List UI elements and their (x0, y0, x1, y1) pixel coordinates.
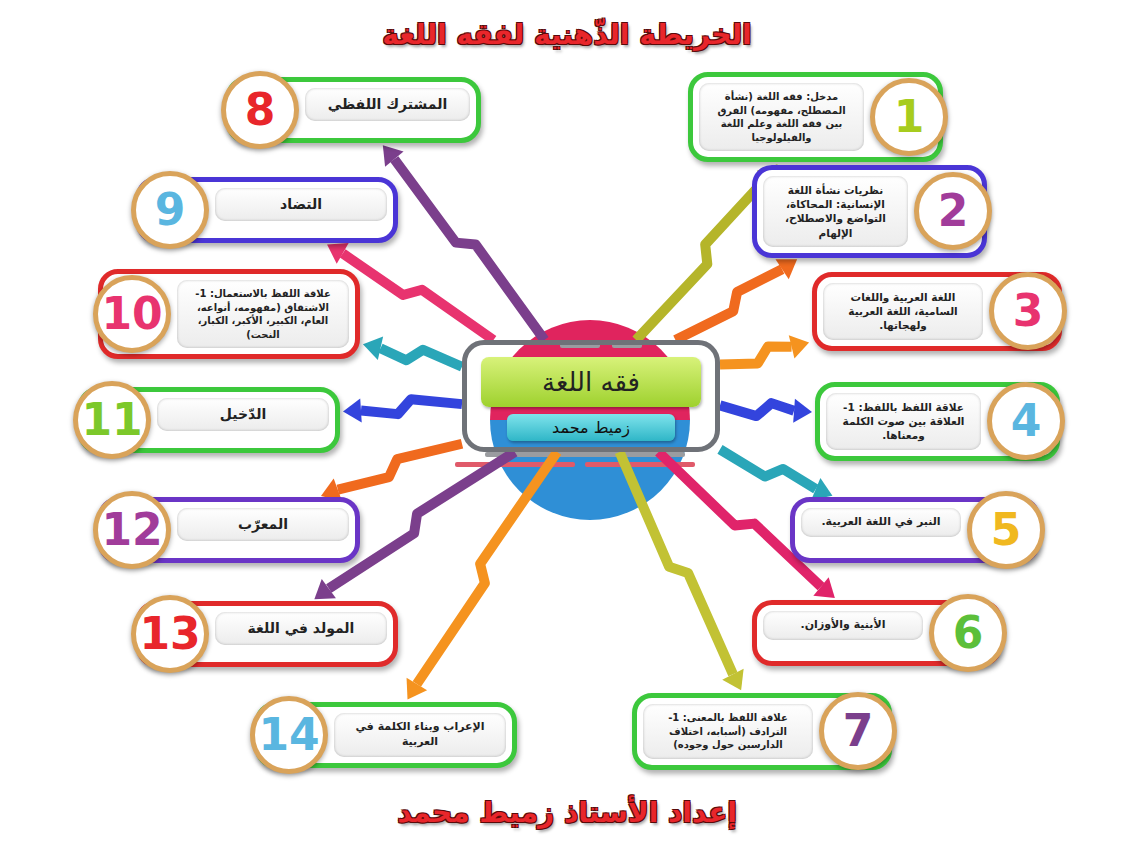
topic-text: نظريات نشأة اللغة الإنسانية: المحاكاة، ا… (763, 176, 908, 247)
connector (720, 335, 809, 364)
connector (720, 449, 832, 500)
number-circle: 8 (221, 71, 299, 149)
number-circle: 11 (73, 381, 151, 459)
topic-text: علاقة اللفظ بالمعنى: 1- الترادف (أسبابه،… (643, 704, 813, 759)
connector (720, 399, 812, 423)
topic-text: الإعراب وبناء الكلمة في العربية (334, 713, 506, 757)
callout-number: 6 (934, 599, 1002, 667)
author-tag: زميط محمد (507, 414, 675, 441)
number-circle: 2 (914, 172, 992, 250)
callout-number: 14 (255, 701, 323, 769)
topic-box: الإعراب وبناء الكلمة في العربية14 (255, 702, 517, 768)
topic-text: علاقة اللفظ باللفظ: 1- العلاقة بين صوت ا… (826, 393, 981, 450)
callout-number: 7 (824, 697, 892, 765)
number-circle: 3 (989, 272, 1067, 350)
topic-box: علاقة اللفظ بالمعنى: 1- الترادف (أسبابه،… (632, 693, 892, 770)
arrow-head (789, 335, 809, 358)
topic-text: المولد في اللغة (215, 612, 387, 645)
number-circle: 1 (870, 78, 948, 156)
connector-line (675, 269, 782, 340)
callout-number: 8 (226, 76, 294, 144)
number-circle: 10 (93, 275, 171, 353)
connector-line (720, 346, 792, 364)
number-circle: 7 (819, 692, 897, 770)
connector-line (636, 178, 766, 340)
connector (383, 145, 545, 340)
number-circle: 9 (131, 171, 209, 249)
callout-number: 12 (98, 496, 166, 564)
topic-text: اللغة العربية واللغات السامية، اللغة الع… (823, 283, 983, 340)
topic-text: علاقة اللفظ بالاستعمال: 1- الاشتقاق (مفه… (177, 280, 349, 348)
title: الخريطة الذّهنية لفقه اللغة (0, 18, 1134, 51)
callout-number: 3 (994, 277, 1062, 345)
number-circle: 13 (131, 595, 209, 673)
arrow-head (793, 399, 812, 423)
topic-text: التضاد (215, 188, 387, 221)
number-circle: 6 (929, 594, 1007, 672)
topic-box: علاقة اللفظ بالاستعمال: 1- الاشتقاق (مفه… (98, 269, 360, 359)
topic-box: علاقة اللفظ باللفظ: 1- العلاقة بين صوت ا… (815, 382, 1060, 461)
topic-text: المعرّب (177, 508, 349, 541)
topic-box: اللغة العربية واللغات السامية، اللغة الع… (812, 272, 1062, 351)
callout-number: 1 (875, 83, 943, 151)
arrow-head (343, 398, 362, 422)
arrow-head (363, 337, 383, 360)
callout-number: 10 (98, 280, 166, 348)
connector-line (343, 253, 494, 340)
connector (343, 398, 462, 422)
connector (407, 452, 558, 699)
number-circle: 5 (967, 491, 1045, 569)
arrow-head (314, 579, 336, 599)
topic-box: التضاد 9 (136, 177, 398, 243)
arrow-head (775, 259, 797, 279)
topic-box: المشترك اللفظي 8 (226, 77, 481, 143)
connector-line (720, 403, 794, 416)
connector-line (394, 159, 544, 340)
arrow-head (327, 243, 349, 264)
dash-bar (455, 462, 575, 467)
callout-number: 9 (136, 176, 204, 244)
callout-number: 2 (919, 177, 987, 245)
topic-text: مدخل: فقه اللغة (نشأة المصطلح، مفهومه) ا… (699, 83, 864, 151)
topic-text: النبر في اللغة العربية. (801, 508, 961, 537)
center-node: فقه اللغة زميط محمد (462, 340, 720, 452)
callout-number: 5 (972, 496, 1040, 564)
arrow-head (407, 678, 428, 700)
connector-line (380, 348, 462, 366)
connector-line (361, 399, 462, 414)
topic-box: مدخل: فقه اللغة (نشأة المصطلح، مفهومه) ا… (688, 72, 943, 162)
connector (321, 444, 462, 501)
caption: إعداد الأستاذ زميط محمد (0, 796, 1134, 829)
center-title: فقه اللغة (481, 357, 701, 407)
topic-box: الأبنية والأوزان. 6 (752, 600, 1002, 666)
connector (363, 337, 462, 367)
number-circle: 14 (250, 696, 328, 774)
number-circle: 12 (93, 491, 171, 569)
topic-box: المولد في اللغة 13 (136, 601, 398, 667)
arrow-head (383, 145, 404, 167)
callout-number: 11 (78, 386, 146, 454)
connector-line (720, 449, 816, 489)
connector (620, 452, 744, 690)
connector-line (620, 452, 733, 674)
topic-text: الأبنية والأوزان. (763, 611, 923, 640)
connector (675, 259, 797, 340)
topic-box: النبر في اللغة العربية. 5 (790, 497, 1040, 563)
callout-number: 13 (136, 600, 204, 668)
connector-line (338, 444, 462, 490)
topic-box: المعرّب 12 (98, 497, 360, 563)
topic-box: الدّخيل 11 (78, 387, 340, 453)
callout-number: 4 (992, 387, 1060, 455)
number-circle: 4 (987, 382, 1065, 460)
topic-text: الدّخيل (157, 398, 329, 431)
arrow-head (813, 577, 835, 598)
topic-box: نظريات نشأة اللغة الإنسانية: المحاكاة، ا… (752, 165, 987, 258)
arrow-head (722, 669, 743, 690)
author-name: زميط محمد (507, 414, 675, 441)
connector-line (417, 452, 557, 684)
topic-text: المشترك اللفظي (305, 88, 470, 121)
